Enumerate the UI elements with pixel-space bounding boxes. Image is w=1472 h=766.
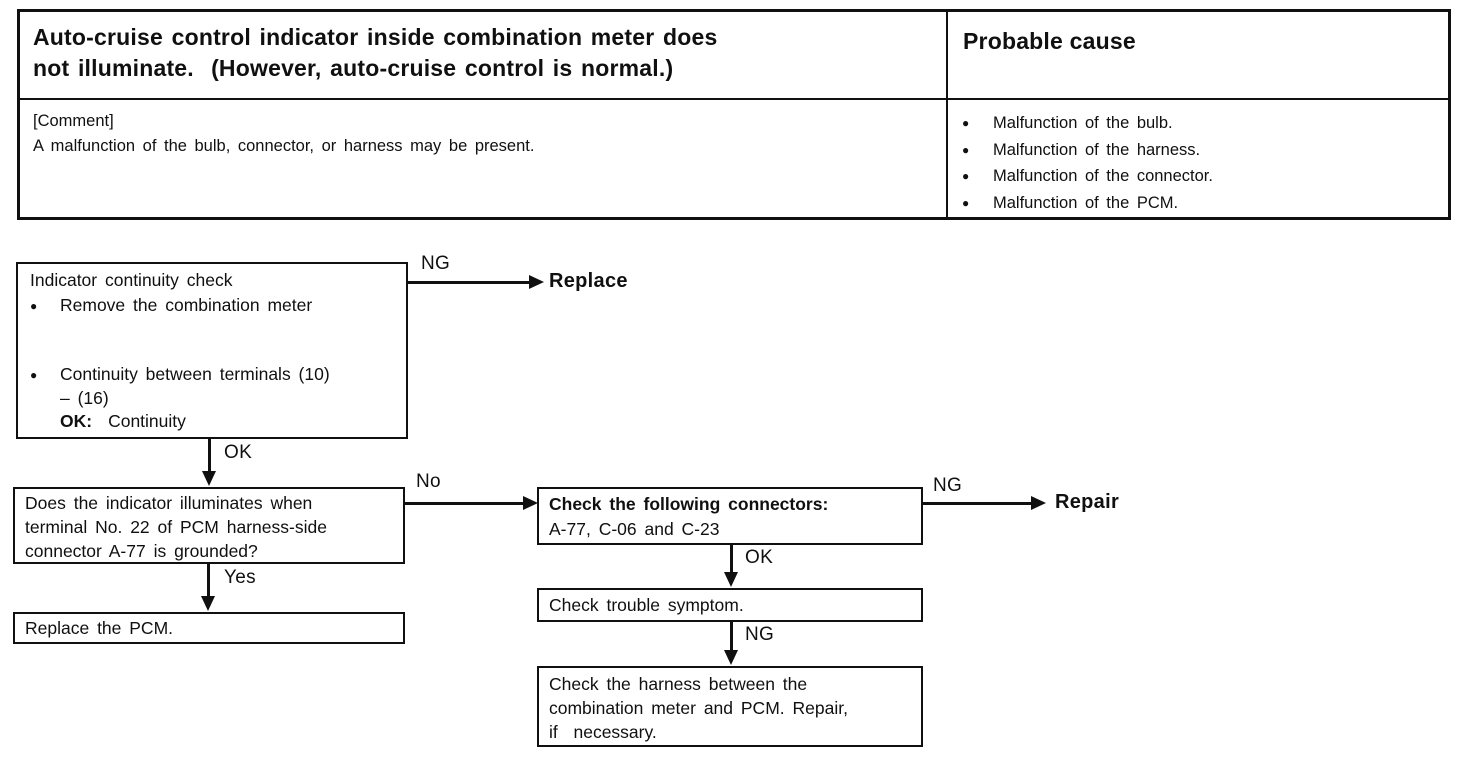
flow-box-indicator-grounded-question: Does the indicator illuminates when term… xyxy=(13,487,405,564)
step-text-line2: – (16) xyxy=(60,387,109,408)
bullet-icon: ● xyxy=(962,116,970,130)
cause-text: Malfunction of the PCM. xyxy=(993,193,1179,212)
problem-cause-table: Auto-cruise control indicator inside com… xyxy=(17,9,1451,220)
ok-criteria: OK: Continuity xyxy=(60,410,330,434)
ok-criteria-value: Continuity xyxy=(108,411,186,431)
box-title: Indicator continuity check xyxy=(30,270,233,290)
flow-box-check-connectors: Check the following connectors: A-77, C-… xyxy=(537,487,923,545)
label-ng-1: NG xyxy=(421,253,451,274)
replace-pcm-text: Replace the PCM. xyxy=(25,618,174,639)
cause-item: ● Malfunction of the bulb. xyxy=(962,111,1440,138)
bullet-icon: ● xyxy=(962,142,970,157)
question-line1: Does the indicator illuminates when xyxy=(25,493,313,513)
arrow-down-icon xyxy=(724,650,738,665)
step-text: Remove the combination meter xyxy=(60,294,313,315)
problem-title-line2: not illuminate. (However, auto-cruise co… xyxy=(33,55,674,81)
arrow-right-icon xyxy=(523,496,538,510)
ok-criteria-label: OK: xyxy=(60,411,93,431)
arrow-line xyxy=(730,622,733,652)
label-ok-1: OK xyxy=(224,442,253,463)
bullet-icon: ● xyxy=(962,169,970,183)
step-text-line1: Continuity between terminals (10) xyxy=(60,364,330,384)
cause-text: Malfunction of the bulb. xyxy=(993,114,1173,132)
label-yes: Yes xyxy=(224,567,256,588)
probable-cause-header: Probable cause xyxy=(963,28,1136,54)
probable-cause-header-cell: Probable cause xyxy=(948,12,1448,100)
connectors-line2: A-77, C-06 and C-23 xyxy=(549,519,720,539)
bullet-icon: ● xyxy=(962,195,970,210)
flow-box-indicator-continuity-check: Indicator continuity check ● Remove the … xyxy=(16,262,408,439)
arrow-line xyxy=(207,564,210,598)
comment-cell: [Comment] A malfunction of the bulb, con… xyxy=(20,100,948,217)
arrow-down-icon xyxy=(201,596,215,611)
cause-text: Malfunction of the harness. xyxy=(993,140,1201,159)
flow-box-check-harness: Check the harness between the combinatio… xyxy=(537,666,923,747)
connectors-line1: Check the following connectors: xyxy=(549,494,829,514)
terminal-repair: Repair xyxy=(1055,491,1120,513)
flow-box-replace-pcm: Replace the PCM. xyxy=(13,612,405,644)
step-remove-meter: ● Remove the combination meter xyxy=(30,294,396,318)
terminal-replace: Replace xyxy=(549,270,628,292)
comment-text: A malfunction of the bulb, connector, or… xyxy=(33,137,535,155)
arrow-line xyxy=(923,502,1033,505)
cause-text: Malfunction of the connector. xyxy=(993,167,1213,185)
arrow-right-icon xyxy=(529,275,544,289)
question-line2: terminal No. 22 of PCM harness-side xyxy=(25,517,327,537)
problem-title-line1: Auto-cruise control indicator inside com… xyxy=(33,24,718,50)
question-line3: connector A-77 is grounded? xyxy=(25,541,258,561)
arrow-right-icon xyxy=(1031,496,1046,510)
harness-line2: combination meter and PCM. Repair, xyxy=(549,698,848,718)
trouble-symptom-text: Check trouble symptom. xyxy=(549,595,744,616)
arrow-line xyxy=(730,545,733,574)
causes-cell: ● Malfunction of the bulb. ● Malfunction… xyxy=(948,100,1448,217)
cause-item: ● Malfunction of the connector. xyxy=(962,164,1440,191)
arrow-line xyxy=(408,281,530,284)
harness-line1: Check the harness between the xyxy=(549,674,808,694)
label-ok-2: OK xyxy=(745,547,774,568)
arrow-line xyxy=(405,502,527,505)
label-ng-3: NG xyxy=(745,624,775,645)
arrow-line xyxy=(208,439,211,473)
label-no: No xyxy=(416,471,441,492)
step-text: Continuity between terminals (10) – (16)… xyxy=(60,363,330,434)
flow-box-check-trouble-symptom: Check trouble symptom. xyxy=(537,588,923,622)
arrow-down-icon xyxy=(724,572,738,587)
problem-cell: Auto-cruise control indicator inside com… xyxy=(20,12,948,100)
arrow-down-icon xyxy=(202,471,216,486)
harness-line3: if necessary. xyxy=(549,722,657,742)
step-continuity-terminals: ● Continuity between terminals (10) – (1… xyxy=(30,363,396,434)
comment-label: [Comment] xyxy=(33,112,114,130)
cause-item: ● Malfunction of the PCM. xyxy=(962,191,1440,218)
label-ng-2: NG xyxy=(933,475,963,496)
cause-item: ● Malfunction of the harness. xyxy=(962,138,1440,165)
bullet-icon: ● xyxy=(30,368,38,382)
bullet-icon: ● xyxy=(30,298,38,313)
